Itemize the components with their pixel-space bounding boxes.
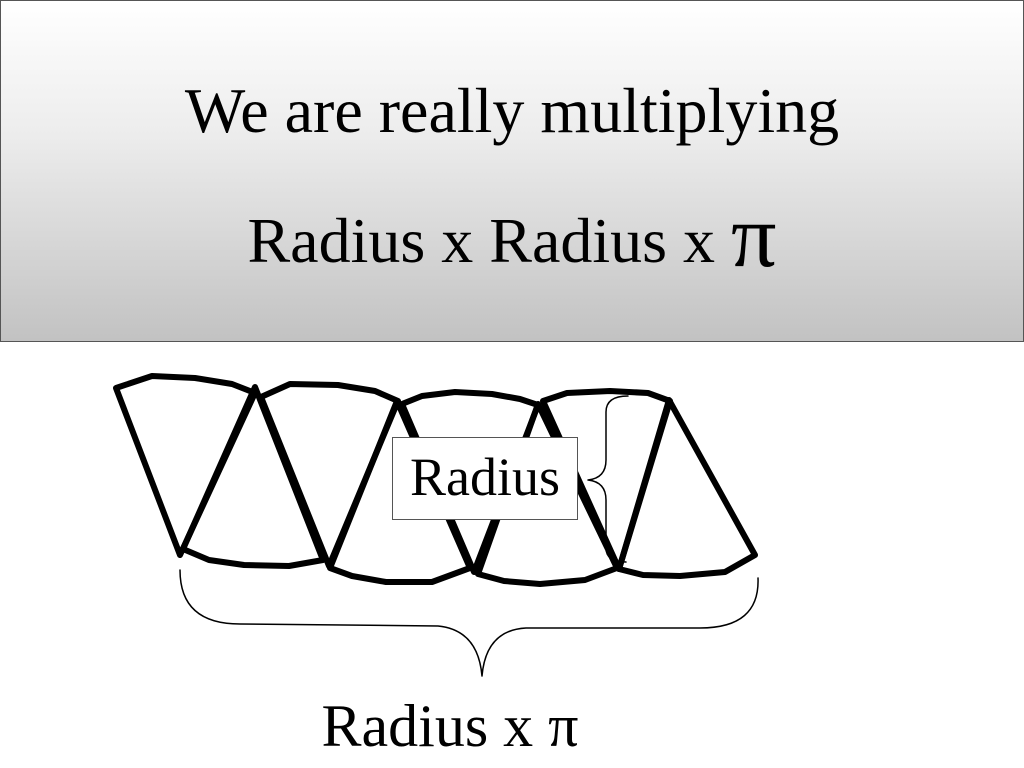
segment-5 bbox=[399, 389, 541, 575]
title-line-2-text: Radius x Radius x bbox=[247, 205, 732, 276]
radius-label: Radius bbox=[392, 437, 578, 520]
title-line-2: Radius x Radius x π bbox=[1, 192, 1023, 282]
title-box: We are really multiplying Radius x Radiu… bbox=[0, 0, 1024, 342]
pi-symbol: π bbox=[731, 187, 777, 286]
radius-times-pi-label: Radius x π bbox=[321, 693, 579, 759]
segment-8 bbox=[616, 397, 758, 579]
segment-1 bbox=[113, 373, 258, 558]
radius-brace bbox=[587, 395, 629, 563]
segment-3 bbox=[258, 381, 401, 569]
title-line-1: We are really multiplying bbox=[184, 75, 840, 146]
segment-2 bbox=[180, 384, 326, 569]
bottom-brace bbox=[179, 569, 759, 677]
